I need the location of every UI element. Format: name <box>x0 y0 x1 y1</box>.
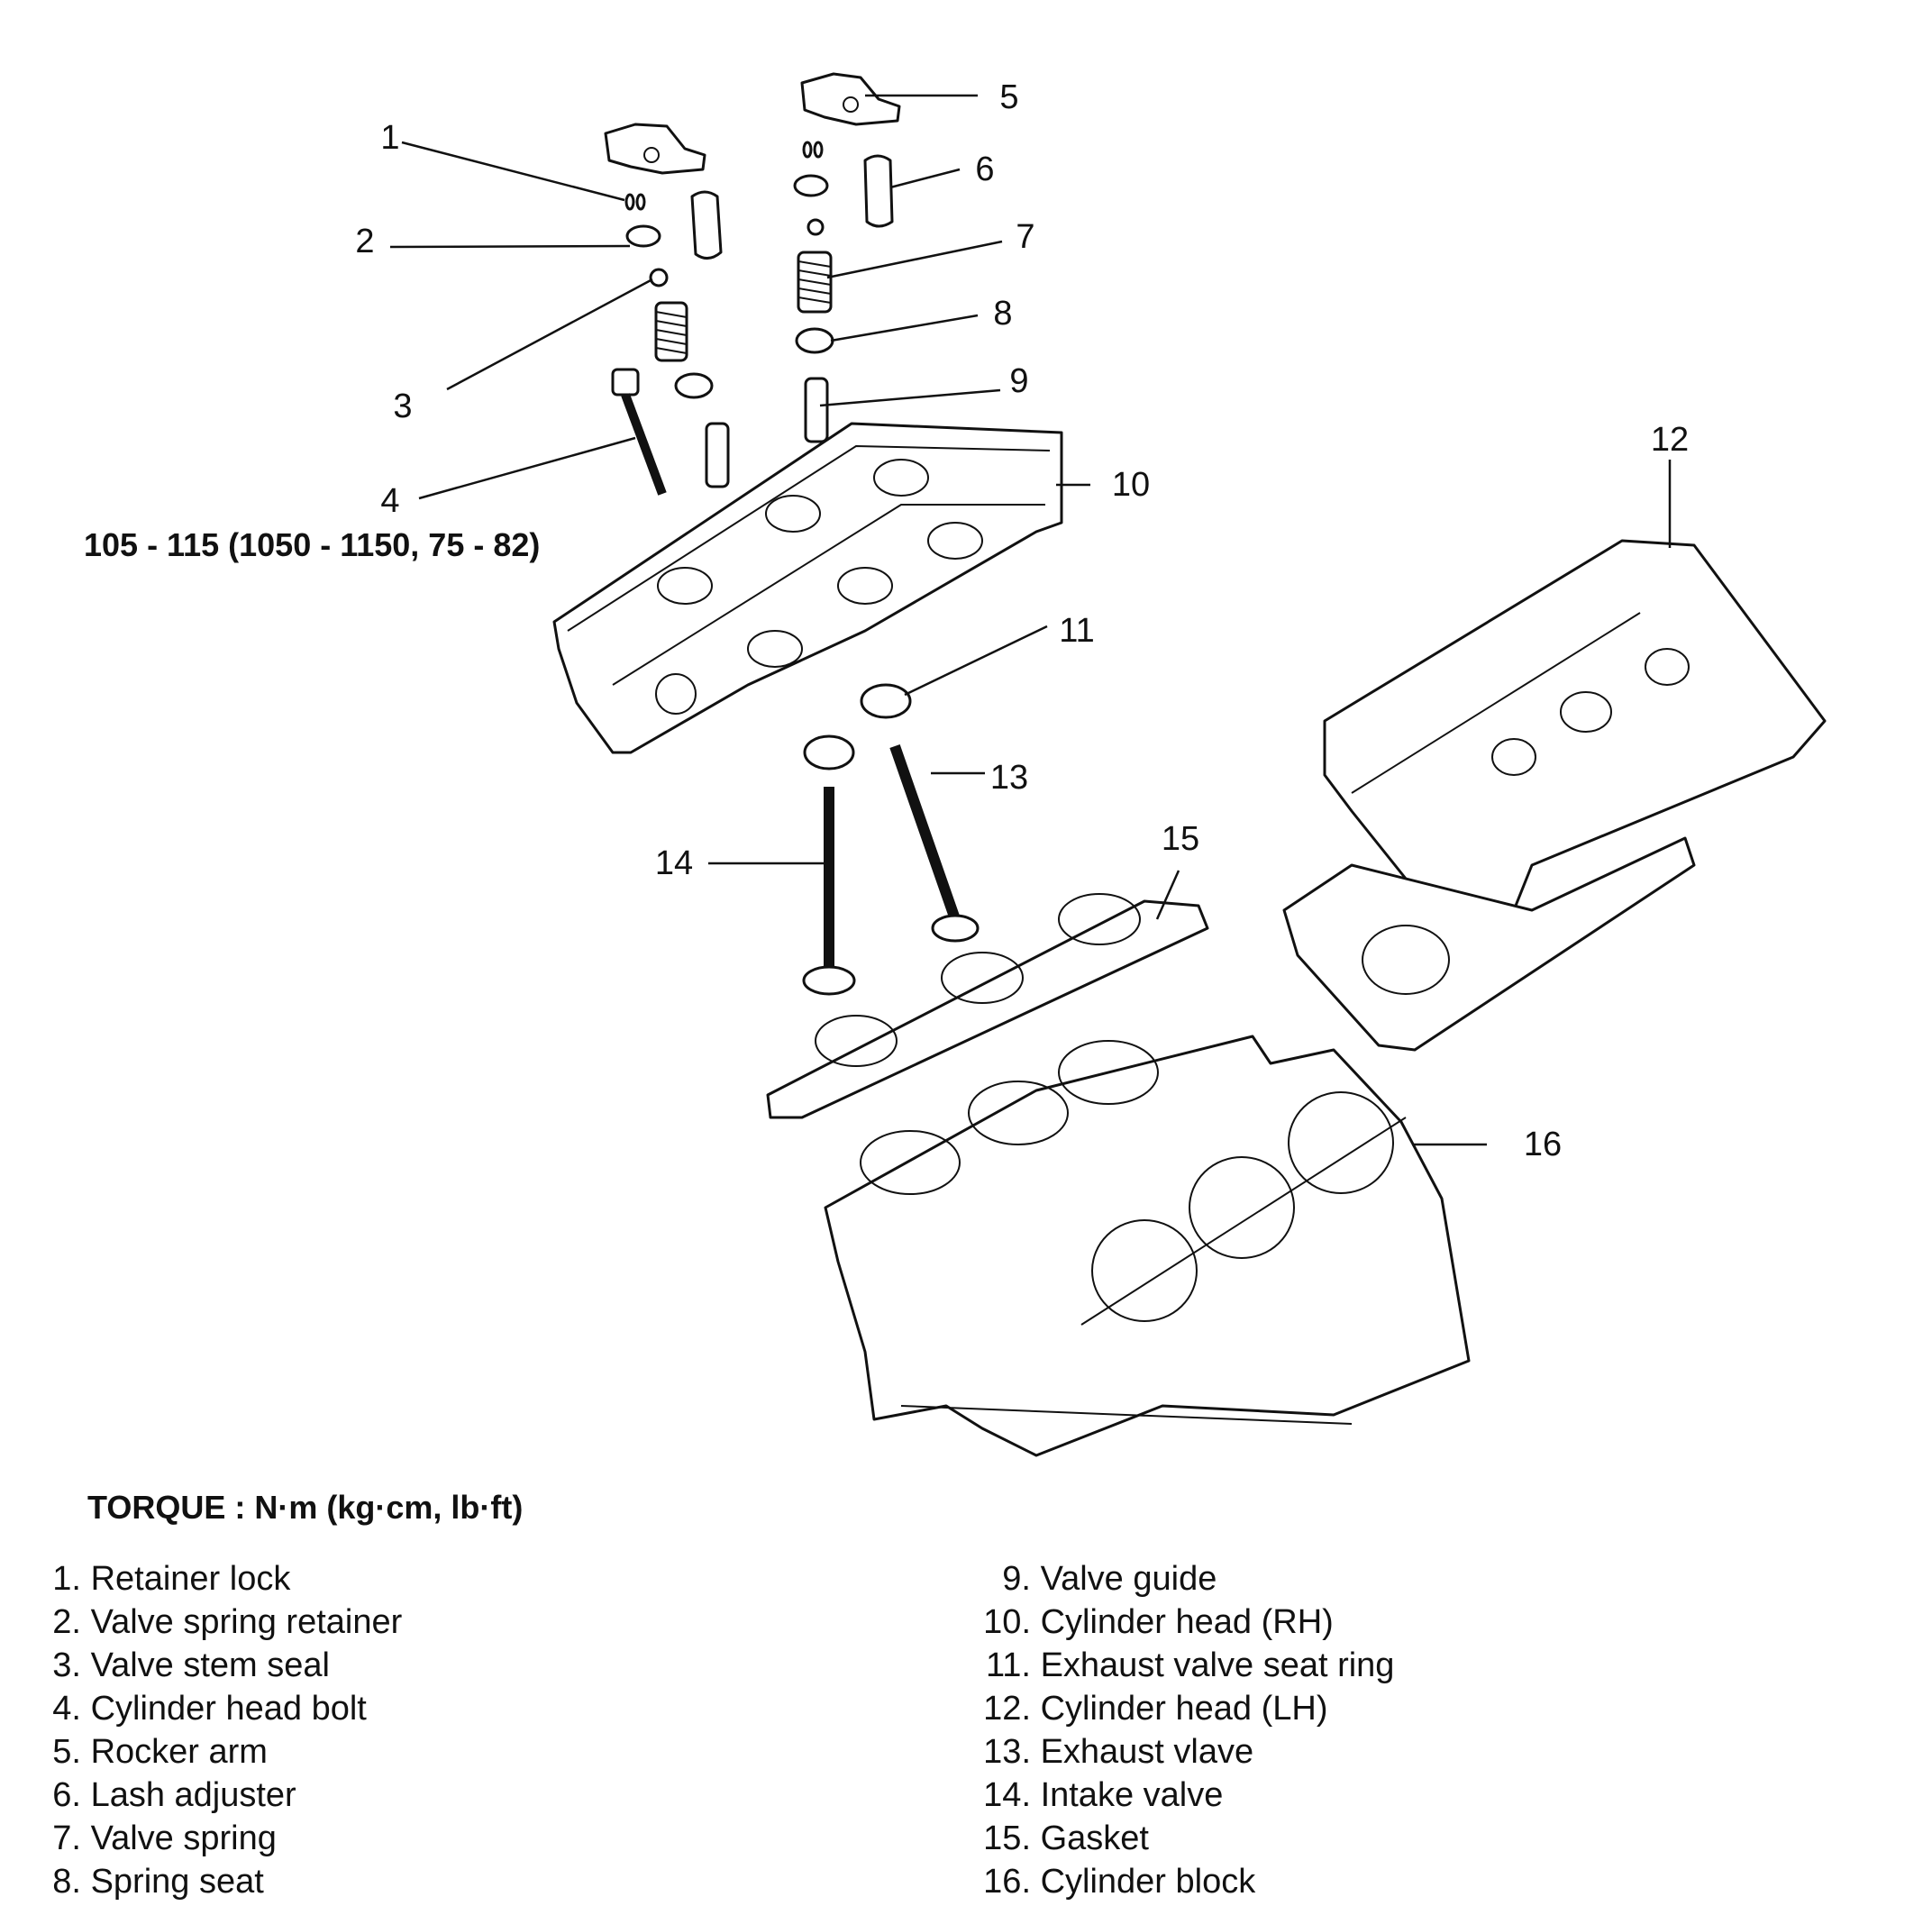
cylinder-head-bolt <box>611 368 667 496</box>
intake-valve <box>802 787 856 996</box>
valve-stem-seal-right <box>807 218 825 236</box>
valve-guide-right <box>804 377 829 443</box>
callout-5: 5 <box>999 78 1018 116</box>
legend-left-column: 1. Retainer lock 2. Valve spring retaine… <box>41 1557 402 1903</box>
spring-seat-right <box>795 327 834 354</box>
legend-item: 16. Cylinder block <box>983 1863 1256 1901</box>
callout-6: 6 <box>975 150 994 188</box>
valve-spring-retainer-right <box>793 174 829 197</box>
legend-item: 2. Valve spring retainer <box>52 1603 403 1641</box>
callout-9: 9 <box>1009 362 1028 400</box>
legend-item: 3. Valve stem seal <box>52 1646 330 1684</box>
lash-adjuster-right <box>863 154 894 228</box>
callout-12: 12 <box>1651 421 1689 459</box>
spring-seat-left <box>674 372 714 399</box>
valve-stem-seal-left <box>649 268 669 287</box>
valve-spring-retainer-left <box>625 224 661 248</box>
callout-8: 8 <box>993 295 1012 333</box>
cylinder-head-lh <box>1282 539 1827 1052</box>
callout-10: 10 <box>1112 466 1150 504</box>
legend-item: 9. Valve guide <box>1002 1560 1217 1598</box>
callout-3: 3 <box>393 388 412 425</box>
legend-item: 8. Spring seat <box>52 1863 264 1901</box>
valve-guide-left <box>705 422 730 488</box>
legend-item: 10. Cylinder head (RH) <box>983 1603 1334 1641</box>
callout-16: 16 <box>1524 1126 1562 1163</box>
torque-units-title: TORQUE : N·m (kg·cm, lb·ft) <box>87 1489 524 1526</box>
exhaust-valve <box>889 744 980 943</box>
legend-right-column: 9. Valve guide 10. Cylinder head (RH) 11… <box>966 1557 1394 1903</box>
callout-11: 11 <box>1059 612 1094 650</box>
exhaust-valve-seat-ring-2 <box>803 734 855 771</box>
cylinder-head-rh <box>552 422 1063 754</box>
leader-lines <box>389 94 1672 1146</box>
cylinder-block <box>824 1035 1471 1457</box>
callout-13: 13 <box>990 759 1028 797</box>
torque-spec-head-bolt: 105 - 115 (1050 - 1150, 75 - 82) <box>84 526 540 563</box>
valve-spring-right <box>797 251 833 314</box>
callout-1: 1 <box>380 119 399 157</box>
legend-item: 14. Intake valve <box>983 1776 1224 1814</box>
head-gasket <box>766 893 1209 1119</box>
lash-adjuster-left <box>690 190 723 260</box>
legend-item: 13. Exhaust vlave <box>983 1733 1254 1771</box>
legend-item: 15. Gasket <box>983 1819 1149 1857</box>
retainer-lock-right <box>802 141 824 159</box>
exhaust-valve-seat-ring-1 <box>860 683 912 719</box>
rocker-arm-right <box>800 72 901 126</box>
callout-2: 2 <box>355 223 374 260</box>
legend-item: 1. Retainer lock <box>52 1560 291 1598</box>
legend-item: 4. Cylinder head bolt <box>52 1690 367 1728</box>
legend-item: 5. Rocker arm <box>52 1733 268 1771</box>
legend-item: 7. Valve spring <box>52 1819 277 1857</box>
valve-spring-left <box>654 301 688 362</box>
legend-item: 12. Cylinder head (LH) <box>983 1690 1328 1728</box>
callout-15: 15 <box>1162 820 1199 858</box>
retainer-lock-left <box>624 193 646 211</box>
callout-4: 4 <box>380 482 399 520</box>
legend-item: 11. Exhaust valve seat ring <box>985 1646 1395 1684</box>
callout-14: 14 <box>655 844 693 882</box>
legend-item: 6. Lash adjuster <box>52 1776 296 1814</box>
callout-7: 7 <box>1016 218 1034 256</box>
